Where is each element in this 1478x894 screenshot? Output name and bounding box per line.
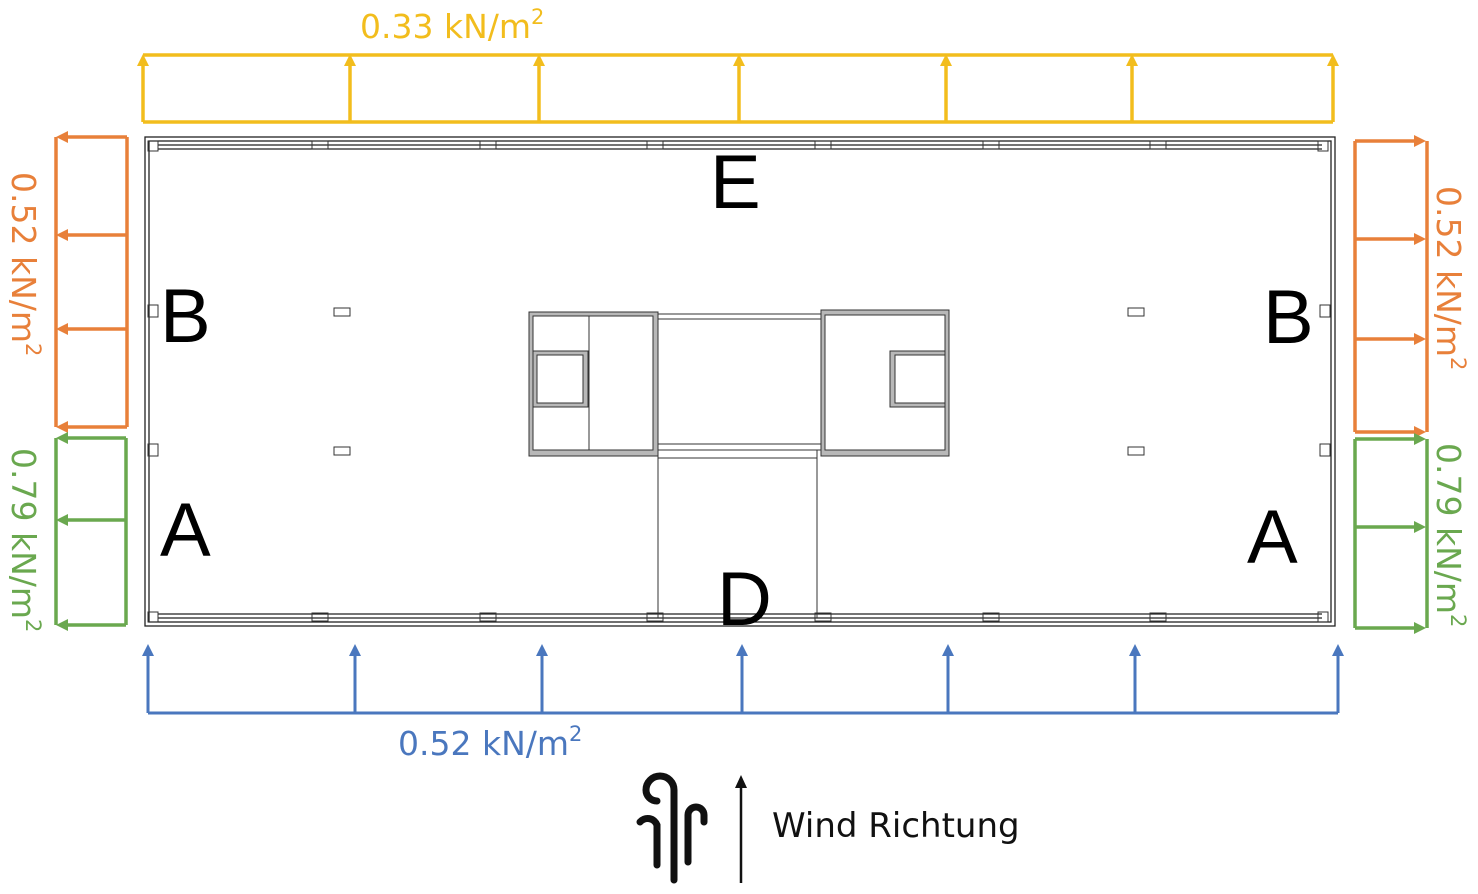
right-lower-load-label: 0.79 kN/m2: [1429, 443, 1470, 627]
zone-b-right-label: B: [1263, 275, 1314, 360]
bottom-load-diagram: [142, 644, 1344, 715]
top-load-label: 0.33 kN/m2: [360, 5, 544, 46]
right-lower-load-diagram: [1353, 433, 1429, 634]
top-load-diagram: [137, 53, 1339, 124]
right-upper-load-diagram: [1353, 135, 1429, 438]
building-floor-plan: [144, 136, 1336, 627]
wind-direction-arrow-icon: [735, 775, 747, 883]
zone-d-label: D: [717, 557, 772, 642]
wind-icon: [636, 772, 708, 884]
zone-a-left-label: A: [160, 488, 211, 573]
left-upper-load-diagram: [54, 131, 129, 433]
zone-e-label: E: [710, 140, 761, 225]
zone-a-right-label: A: [1247, 495, 1298, 580]
legend-label: Wind Richtung: [772, 806, 1020, 846]
left-upper-load-label: 0.52 kN/m2: [4, 172, 45, 356]
zone-b-left-label: B: [160, 274, 211, 359]
bottom-load-label: 0.52 kN/m2: [398, 722, 582, 763]
left-lower-load-diagram: [54, 432, 128, 631]
top-load-arrows: [137, 54, 1339, 122]
central-core: [528, 309, 950, 618]
left-lower-load-label: 0.79 kN/m2: [4, 448, 45, 632]
right-upper-load-label: 0.52 kN/m2: [1429, 186, 1470, 370]
column-brackets: [147, 140, 1331, 623]
